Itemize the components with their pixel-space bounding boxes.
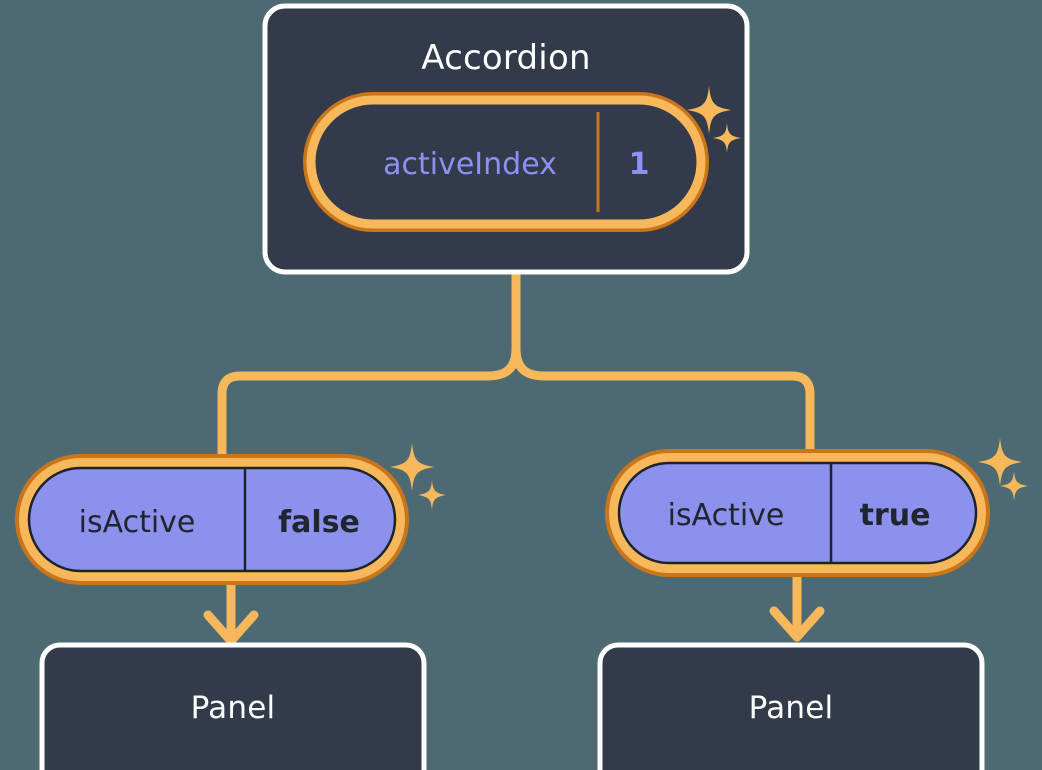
state-key-label: isActive — [668, 498, 785, 533]
node-panel-left[interactable]: Panel — [39, 642, 427, 770]
sparkle-small-icon — [418, 480, 446, 510]
state-key-label: activeIndex — [383, 147, 557, 182]
sparkle-group-left — [390, 443, 446, 510]
sparkle-icon — [390, 443, 434, 491]
state-pill-isactive-false[interactable]: isActive false — [15, 443, 446, 585]
sparkle-icon — [978, 438, 1022, 486]
state-value-label: true — [860, 498, 931, 533]
state-pill-isactive-true[interactable]: isActive true — [605, 438, 1028, 577]
state-value-label: 1 — [629, 147, 650, 182]
arrow-down-icon-right-head — [769, 606, 825, 642]
arrow-down-icon-left-head — [203, 610, 259, 646]
panel-title-label: Panel — [191, 690, 276, 726]
state-key-label: isActive — [79, 505, 196, 540]
node-accordion[interactable]: Accordion activeIndex 1 — [262, 3, 750, 275]
page-title: Accordion — [421, 38, 590, 78]
node-panel-right[interactable]: Panel — [597, 642, 985, 770]
sparkle-small-icon — [713, 123, 741, 153]
arrow-group — [203, 561, 825, 646]
sparkle-group-root — [687, 86, 741, 153]
connector-left-branch — [217, 343, 521, 468]
panel-box[interactable] — [39, 642, 427, 770]
sparkle-group-right — [978, 438, 1028, 501]
pill-body — [617, 461, 978, 565]
panel-title-label: Panel — [749, 690, 834, 726]
pill-ring-inner — [306, 95, 706, 229]
panel-box[interactable] — [597, 642, 985, 770]
connector-right-branch — [511, 343, 815, 468]
pill-body — [27, 466, 397, 573]
state-pill-activeindex[interactable]: activeIndex 1 — [303, 92, 709, 232]
sparkle-icon — [687, 86, 731, 134]
state-value-label: false — [278, 505, 360, 540]
sparkle-small-icon — [1000, 471, 1028, 501]
branch-connector — [217, 267, 815, 468]
